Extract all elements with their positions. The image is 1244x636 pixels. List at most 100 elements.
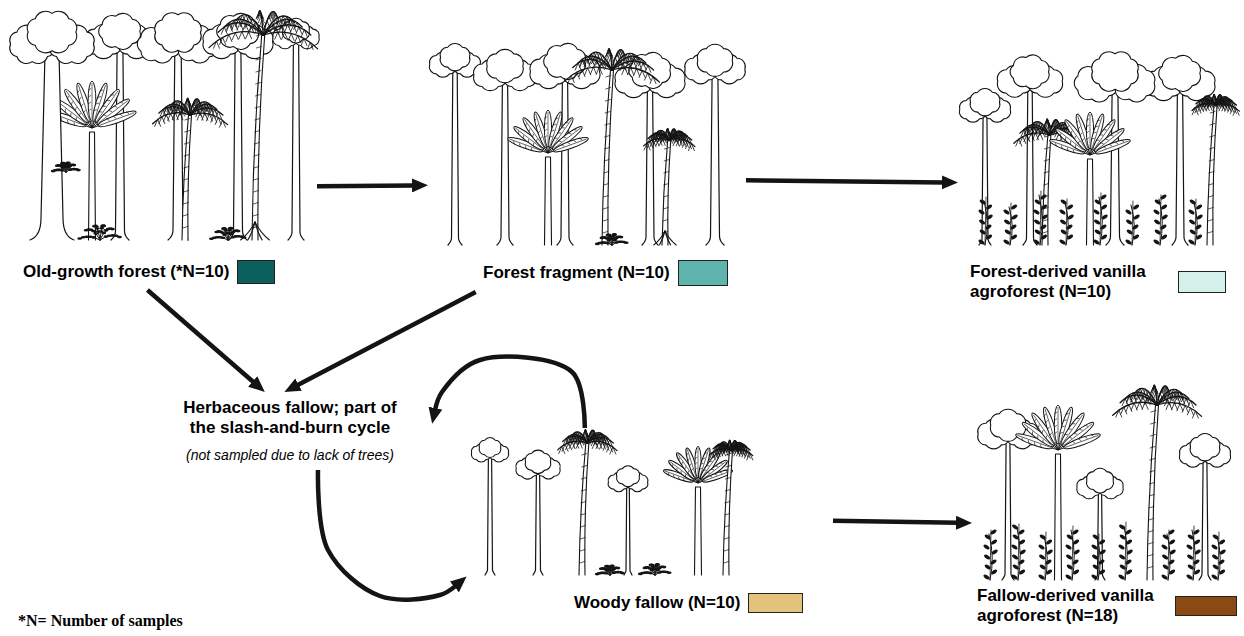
palm-ring: [606, 76, 611, 78]
fan-palm-tear: [73, 122, 76, 126]
palm-leaflet: [574, 434, 577, 441]
palm-leaflet: [587, 57, 590, 64]
palm-trunk: [723, 450, 733, 575]
palm-leaflet: [606, 436, 609, 443]
vanilla-leaf: [1125, 219, 1133, 226]
fan-palm-tear: [83, 110, 87, 113]
palm-ring: [1148, 543, 1153, 545]
palm-leaflet: [239, 19, 242, 26]
palm-ring: [184, 143, 189, 145]
palm-leaflet: [166, 115, 169, 122]
palm-ring: [663, 220, 668, 222]
palm-ring: [582, 454, 587, 456]
fan-palm-tear: [565, 121, 569, 124]
tree-crown: [155, 13, 202, 52]
stilt-root: [654, 231, 665, 245]
fan-palm-tear: [558, 139, 561, 143]
tree-trunk: [111, 49, 129, 241]
palm-ring: [603, 208, 608, 210]
palm-leaflet: [631, 68, 634, 75]
palm-leaflet: [249, 32, 252, 39]
fern-leaflet: [604, 565, 609, 568]
palm-ring: [604, 172, 609, 174]
fan-palm-trunk: [545, 157, 552, 245]
fan-palm-leaf: [532, 111, 552, 154]
palm-leaflet: [1196, 102, 1199, 109]
palm-leaflet: [213, 106, 216, 113]
fern-leaflet: [76, 169, 81, 172]
fan-palm-tear: [69, 113, 72, 117]
fan-palm-tear: [683, 478, 686, 481]
fan-palm-midrib: [92, 83, 93, 121]
palm-ring: [581, 526, 586, 528]
palm-leaflet: [304, 30, 307, 37]
palm-ring: [581, 502, 586, 504]
palm-leaflet: [691, 144, 694, 151]
fan-palm-tear: [1084, 436, 1087, 440]
palm-ring: [1209, 184, 1214, 186]
palm-ring: [253, 215, 258, 217]
palm-leaflet: [628, 68, 631, 75]
tree-trunk: [533, 473, 543, 575]
palm-leaflet: [278, 32, 281, 39]
fan-palm-tear: [1069, 436, 1072, 440]
palm-leaflet: [1228, 105, 1231, 112]
palm-leaflet: [592, 57, 595, 64]
fan-palm-midrib: [554, 139, 586, 151]
vanilla-leaf: [1161, 214, 1169, 221]
palm-leaflet: [1124, 407, 1127, 414]
palm-leaflet: [603, 61, 606, 68]
woody-fallow-drawing: [471, 430, 752, 576]
palm-ring: [664, 160, 669, 162]
fan-palm-tear: [675, 468, 678, 471]
palm-frond: [587, 434, 608, 443]
fern-leaflet: [611, 234, 616, 237]
palm-ring: [254, 179, 259, 181]
fern-leaflet: [667, 572, 672, 575]
fan-palm-tear: [684, 474, 687, 477]
fan-palm-tear: [1054, 143, 1057, 146]
palm-leaflet: [294, 22, 297, 29]
palm-leaflet: [596, 436, 599, 443]
tree-trunk: [448, 70, 462, 245]
palm-ring: [184, 167, 189, 169]
palm-leaflet: [582, 437, 585, 444]
palm-leaflet: [607, 445, 610, 452]
palm-leaflet: [282, 32, 285, 39]
fan-palm-midrib: [99, 113, 134, 126]
fan-palm-tear: [1066, 125, 1070, 128]
fan-palm-trunk: [89, 132, 96, 240]
fan-palm-tear: [1078, 126, 1081, 129]
fan-palm-tear: [703, 469, 706, 472]
fan-palm-tear: [1074, 432, 1077, 436]
fan-palm-tear: [563, 136, 566, 140]
palm-leaflet: [588, 68, 591, 75]
fan-palm-tear: [95, 102, 99, 105]
palm-leaflet: [1047, 120, 1050, 127]
palm-leaflet: [211, 115, 214, 122]
palm-leaflet: [595, 57, 598, 64]
fan-palm-tear: [66, 96, 70, 99]
palm-leaflet: [298, 36, 301, 43]
fern-leaflet: [606, 234, 611, 237]
palm-leaflet: [295, 36, 298, 43]
vanilla-leaf: [1067, 214, 1075, 221]
palm-leaflet: [1137, 402, 1140, 409]
fan-palm-tear: [1033, 442, 1036, 446]
palm-ring: [1045, 136, 1050, 138]
fan-palm-tear: [1041, 439, 1044, 443]
fan-palm-tear: [573, 139, 576, 142]
palm-leaflet: [1192, 108, 1195, 115]
palm-leaflet: [683, 139, 686, 146]
palm-leaflet: [585, 68, 588, 75]
palm-frond: [263, 19, 302, 35]
fan-palm-tear: [98, 96, 102, 99]
fern-leaflet: [110, 228, 115, 231]
palm-leaflet: [744, 445, 747, 452]
palm-leaflet: [718, 445, 721, 452]
fallow-agroforest-drawing: [978, 385, 1231, 580]
fern-leaflet: [77, 237, 82, 240]
palm-leaflet: [559, 447, 562, 454]
fan-palm-tear: [106, 99, 110, 102]
fan-palm-tear: [528, 129, 532, 132]
